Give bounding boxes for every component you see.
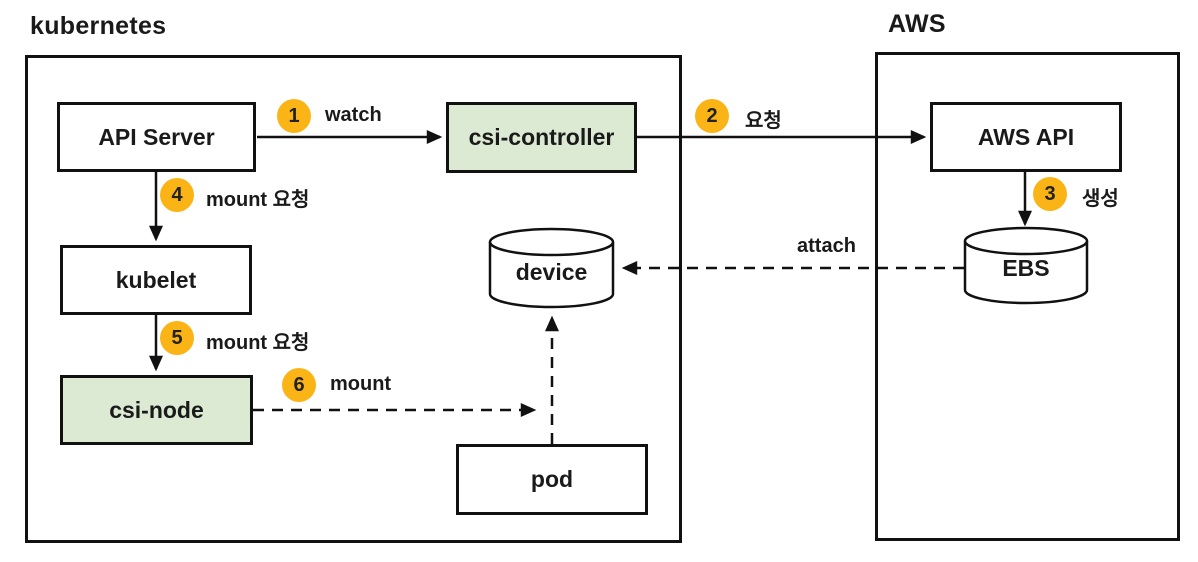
csi-node-node: csi-node [60, 375, 253, 445]
kubelet-label: kubelet [115, 266, 197, 293]
step-3-badge: 3 [1033, 177, 1067, 211]
step-4-label: mount 요청 [206, 189, 310, 211]
device-label: device [515, 259, 588, 285]
aws-api-label: AWS API [977, 123, 1075, 150]
step-2-badge: 2 [695, 99, 729, 133]
kubernetes-group-label: kubernetes [30, 12, 167, 40]
api-server-node: API Server [57, 102, 256, 172]
kubernetes-group-box [25, 55, 682, 543]
step-1-label: watch [325, 104, 382, 126]
csi-controller-label: csi-controller [468, 124, 615, 150]
attach-edge-label: attach [797, 235, 856, 257]
pod-node: pod [456, 444, 648, 515]
aws-api-node: AWS API [930, 102, 1122, 172]
step-2-label: 요청 [745, 110, 782, 132]
step-1-badge: 1 [277, 99, 311, 133]
csi-controller-node: csi-controller [446, 102, 637, 173]
step-6-badge: 6 [282, 368, 316, 402]
aws-group-box [875, 52, 1180, 541]
device-cylinder-shape [488, 227, 615, 309]
step-5-badge: 5 [160, 321, 194, 355]
api-server-label: API Server [98, 123, 215, 150]
step-4-badge: 4 [160, 178, 194, 212]
kubelet-node: kubelet [60, 245, 252, 315]
step-5-label: mount 요청 [206, 332, 310, 354]
ebs-label: EBS [1002, 255, 1050, 281]
ebs-cylinder-shape [963, 226, 1089, 305]
step-6-label: mount [330, 373, 392, 395]
step-3-label: 생성 [1082, 188, 1119, 210]
pod-label: pod [530, 466, 574, 492]
csi-node-label: csi-node [109, 396, 204, 423]
aws-group-label: AWS [888, 10, 946, 38]
